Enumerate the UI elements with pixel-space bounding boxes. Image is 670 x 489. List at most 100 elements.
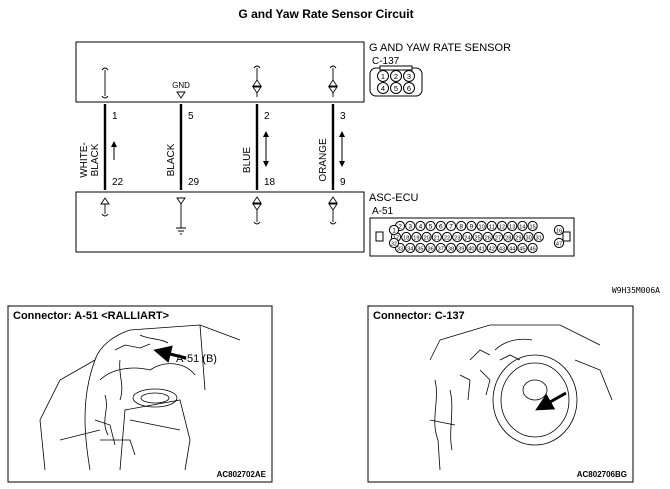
- sensor-pin: [390, 70, 402, 82]
- ecu-pin: [415, 220, 426, 232]
- ecu-pin-number: 19: [413, 236, 419, 242]
- callout-a51: A-51 (B): [176, 353, 217, 365]
- ecu-pin-number: 39: [458, 247, 464, 253]
- sensor-name: G AND YAW RATE SENSOR: [369, 42, 511, 54]
- ecu-terminal-symbol: [252, 196, 262, 225]
- ecu-pin-number: 37: [438, 247, 444, 253]
- ecu-pin: [486, 220, 497, 232]
- ecu-pin: [507, 242, 518, 254]
- connector-panel-a51: Connector: A-51 <RALLIART> A-51 (B) AC80…: [7, 305, 273, 483]
- ecu-pin: [517, 220, 528, 232]
- ecu-pin-number: 29: [515, 236, 521, 242]
- sensor-box: [75, 41, 365, 103]
- ecu-pin-number: 38: [448, 247, 454, 253]
- ecu-pin: [441, 231, 453, 243]
- ecu-pin-number: 22: [444, 236, 450, 242]
- ecu-terminal-symbol: [100, 197, 110, 217]
- wire-ecu-pin: 22: [112, 177, 124, 188]
- engine-bay-illustration: [39, 324, 241, 471]
- ecu-pin-number: 5: [429, 224, 433, 231]
- wire: 5 29 BLACK: [166, 91, 200, 235]
- ecu-pin: [425, 242, 436, 254]
- wire-color-label: ORANGE: [318, 138, 329, 182]
- ecu-pin: [435, 220, 446, 232]
- ecu-pin-number: 32: [391, 242, 397, 248]
- ecu-pin-number: 47: [556, 242, 562, 248]
- wire-color-text: BLACK: [166, 143, 177, 176]
- ecu-pin-number: 18: [403, 236, 409, 242]
- ecu-pin-number: 35: [417, 247, 423, 253]
- ecu-pin: [492, 231, 504, 243]
- wire-ecu-pin: 29: [188, 177, 200, 188]
- ecu-pin: [472, 231, 483, 243]
- ecu-pin: [517, 242, 528, 254]
- ecu-pin-number: 15: [529, 225, 535, 231]
- wire-color-label: BLUE: [242, 147, 253, 173]
- ecu-pin-number: 28: [505, 236, 511, 242]
- wire-color-text: WHITE-: [79, 142, 90, 178]
- ecu-pin-number: 24: [464, 236, 470, 242]
- ecu-pin: [425, 220, 436, 232]
- ecu-pin: [513, 231, 524, 243]
- ecu-terminal-symbol: [328, 196, 338, 225]
- ecu-pin-number: 11: [489, 225, 495, 231]
- connector-panel-c137: Connector: C-137 AC802706BG: [367, 305, 634, 483]
- ecu-pin-number: 27: [495, 236, 501, 242]
- ecu-pin-number: 45: [519, 247, 525, 253]
- wire-ecu-pin: 18: [264, 177, 276, 188]
- sensor-pin-number: 6: [407, 84, 411, 93]
- ecu-pin: [486, 242, 497, 254]
- ecu-pin-number: 44: [509, 247, 515, 253]
- ecu-pin-number: 12: [499, 225, 505, 231]
- ecu-pin: [553, 237, 565, 249]
- ecu-pin-number: 41: [478, 247, 484, 253]
- ecu-pin-number: 14: [519, 225, 525, 231]
- ecu-pin: [405, 242, 416, 254]
- ecu-pin-number: 7: [449, 224, 453, 231]
- ecu-latch-left: [375, 231, 384, 242]
- ecu-pin-number: 42: [489, 247, 495, 253]
- gnd-label: GND: [172, 81, 190, 90]
- ecu-pin: [421, 231, 432, 243]
- sensor-terminal-symbol: [101, 67, 109, 99]
- wire-sensor-pin: 1: [112, 111, 118, 122]
- wire-color-label: WHITE-BLACK: [79, 142, 101, 178]
- sensor-pin: [390, 82, 402, 94]
- ecu-pin: [388, 237, 400, 249]
- sensor-pin-number: 4: [381, 84, 385, 93]
- ecu-pin-number: 30: [525, 236, 531, 242]
- panel-a51-title: Connector: A-51 <RALLIART>: [13, 310, 169, 322]
- ecu-pin-number: 31: [536, 236, 542, 242]
- ecu-pin: [435, 242, 446, 254]
- ecu-pin-number: 33: [397, 247, 403, 253]
- wire-color-text: BLACK: [90, 143, 101, 176]
- sensor-pin: [403, 70, 415, 82]
- ecu-name: ASC-ECU: [369, 192, 419, 204]
- ecu-pin: [401, 231, 412, 243]
- ecu-pin-number: 40: [468, 247, 474, 253]
- sensor-connector-label: C-137: [372, 56, 400, 67]
- ecu-pin-number: 9: [470, 224, 474, 231]
- ecu-pin-number: 2: [398, 224, 402, 231]
- ecu-pin: [482, 231, 493, 243]
- wire: 1 22 WHITE-BLACK: [79, 67, 124, 217]
- ecu-pin: [496, 242, 508, 254]
- sensor-pin-number: 5: [394, 84, 398, 93]
- ecu-pin-number: 10: [478, 225, 484, 231]
- ecu-pin-number: 46: [529, 247, 535, 253]
- wire-sensor-pin: 5: [188, 111, 194, 122]
- wire-color-text: BLUE: [242, 147, 253, 173]
- diagram-code: W9H35M006A: [612, 286, 660, 295]
- ecu-pin: [507, 220, 518, 232]
- ecu-pin-number: 4: [419, 224, 423, 231]
- sensor-pin: [403, 82, 415, 94]
- wire-ecu-pin: 9: [340, 177, 346, 188]
- ecu-pin: [466, 220, 477, 232]
- sensor-pin-number: 1: [381, 72, 385, 81]
- wire-color-label: BLACK: [166, 143, 177, 176]
- ecu-connector-icon: 2345678910111213141517181920212223242526…: [369, 217, 575, 257]
